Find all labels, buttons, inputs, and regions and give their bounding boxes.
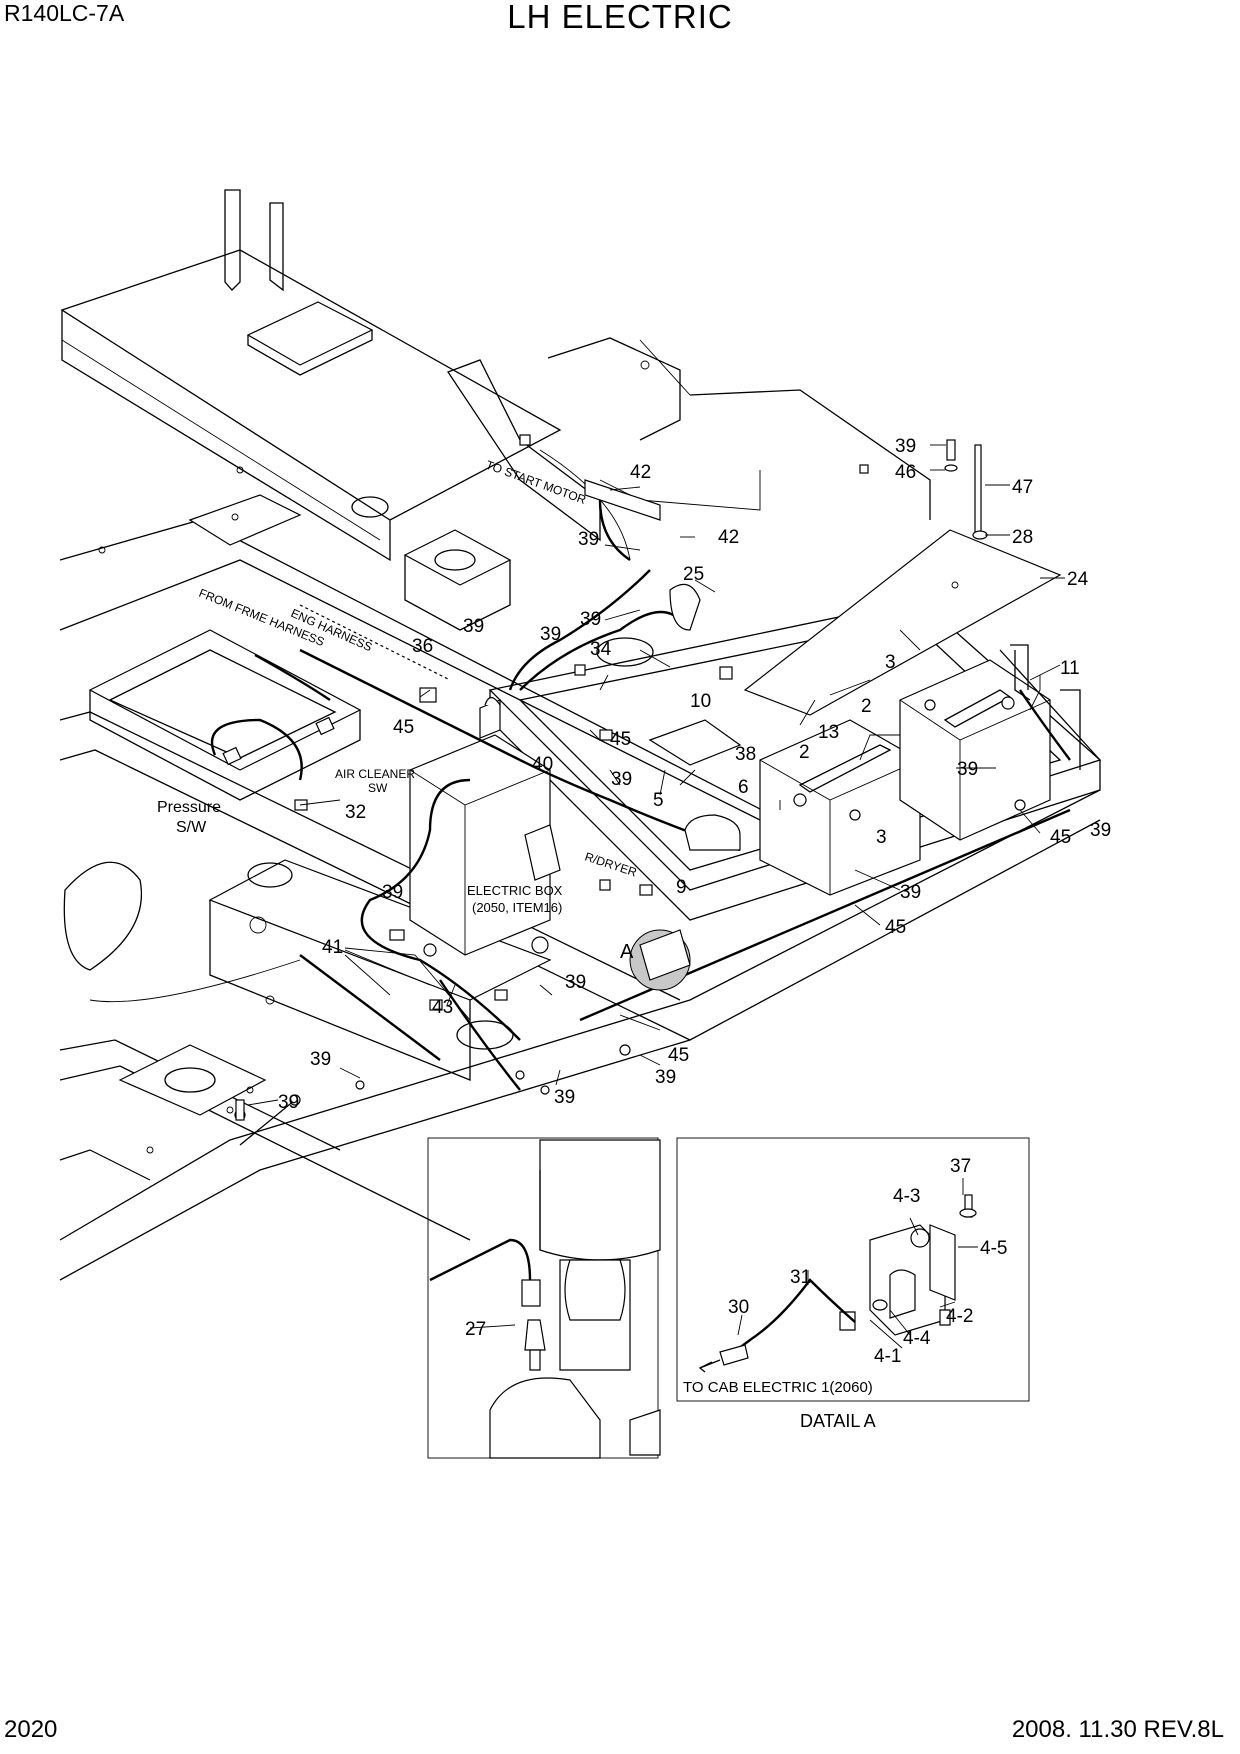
callout-38: 38 (735, 744, 756, 765)
small-components (222, 434, 1026, 1146)
callout-28: 28 (1012, 527, 1033, 548)
callout-39: 39 (895, 436, 916, 457)
callout-39: 39 (655, 1067, 676, 1088)
revision-date: 2008. 11.30 REV.8L (1011, 1716, 1224, 1743)
page-title: LH ELECTRIC (507, 0, 733, 35)
callout-34: 34 (590, 639, 612, 660)
callout-45: 45 (610, 729, 631, 750)
callout-42: 42 (718, 527, 739, 548)
detail-a-marker: A (620, 941, 634, 963)
callout-45: 45 (668, 1045, 689, 1066)
note-air-cleaner-sw-line1: AIR CLEANER (335, 767, 415, 781)
callout-2: 2 (799, 742, 810, 763)
callout-4-5: 4-5 (980, 1238, 1007, 1259)
upper-frame-structure (59, 189, 931, 1041)
callout-32: 32 (345, 802, 366, 823)
note-electric-box-line2: (2050, ITEM16) (472, 900, 562, 915)
lower-frame-structure (59, 789, 1101, 1281)
callout-3: 3 (885, 652, 896, 673)
callout-3: 3 (876, 827, 887, 848)
callout-24: 24 (1067, 569, 1089, 590)
callout-4-3: 4-3 (893, 1186, 920, 1207)
callout-39: 39 (310, 1049, 331, 1070)
callout-45: 45 (393, 717, 414, 738)
callout-39: 39 (611, 769, 632, 790)
diagram-notes: TO START MOTOR FROM FRME HARNESS ENG HAR… (157, 458, 876, 1431)
callout-39: 39 (1090, 820, 1111, 841)
callout-46: 46 (895, 462, 916, 483)
callout-39: 39 (463, 616, 484, 637)
callout-9: 9 (676, 877, 687, 898)
callout-39: 39 (565, 972, 586, 993)
callout-36: 36 (412, 636, 433, 657)
callout-39: 39 (900, 882, 921, 903)
callout-40: 40 (532, 754, 553, 775)
callout-10: 10 (690, 691, 711, 712)
model-number: R140LC-7A (4, 0, 125, 26)
callout-4-4: 4-4 (903, 1328, 931, 1349)
callout-39: 39 (540, 624, 561, 645)
note-pressure-sw-line2: S/W (176, 819, 207, 836)
part-callouts: 39 46 47 28 24 42 42 39 25 39 39 34 36 3… (278, 436, 1111, 1367)
note-to-start-motor: TO START MOTOR (484, 458, 588, 507)
callout-39: 39 (554, 1087, 575, 1108)
callout-37: 37 (950, 1156, 971, 1177)
callout-4-1: 4-1 (874, 1346, 901, 1367)
leader-lines (247, 444, 1065, 1349)
callout-5: 5 (653, 790, 664, 811)
note-electric-box-line1: ELECTRIC BOX (467, 883, 563, 898)
callout-39: 39 (278, 1092, 299, 1113)
battery-tray-platform (488, 529, 1102, 921)
electric-box (409, 734, 561, 956)
callout-31: 31 (790, 1267, 811, 1288)
callout-41: 41 (322, 937, 343, 958)
note-air-cleaner-sw-line2: SW (368, 781, 388, 795)
callout-13: 13 (818, 722, 839, 743)
page-number: 2020 (4, 1716, 58, 1743)
callout-2: 2 (861, 696, 872, 717)
pressure-switch-detail-box (427, 1137, 661, 1459)
callout-42: 42 (630, 462, 651, 483)
detail-a-caption: DATAIL A (800, 1411, 876, 1431)
note-to-cab-electric: TO CAB ELECTRIC 1(2060) (683, 1379, 873, 1396)
callout-45: 45 (1050, 827, 1071, 848)
callout-6: 6 (738, 777, 749, 798)
callout-43: 43 (432, 997, 453, 1018)
callout-39: 39 (578, 529, 599, 550)
callout-11: 11 (1060, 658, 1080, 679)
callout-25: 25 (683, 564, 704, 585)
callout-45: 45 (885, 917, 906, 938)
callout-27: 27 (465, 1319, 486, 1340)
callout-4-2: 4-2 (946, 1306, 973, 1327)
callout-39: 39 (382, 882, 403, 903)
note-pressure-sw-line1: Pressure (157, 799, 221, 816)
callout-30: 30 (728, 1297, 749, 1318)
detail-a-box (676, 1137, 1030, 1402)
callout-47: 47 (1012, 477, 1033, 498)
callout-39: 39 (580, 609, 601, 630)
callout-39: 39 (957, 759, 978, 780)
note-r-dryer: R/DRYER (583, 850, 639, 880)
